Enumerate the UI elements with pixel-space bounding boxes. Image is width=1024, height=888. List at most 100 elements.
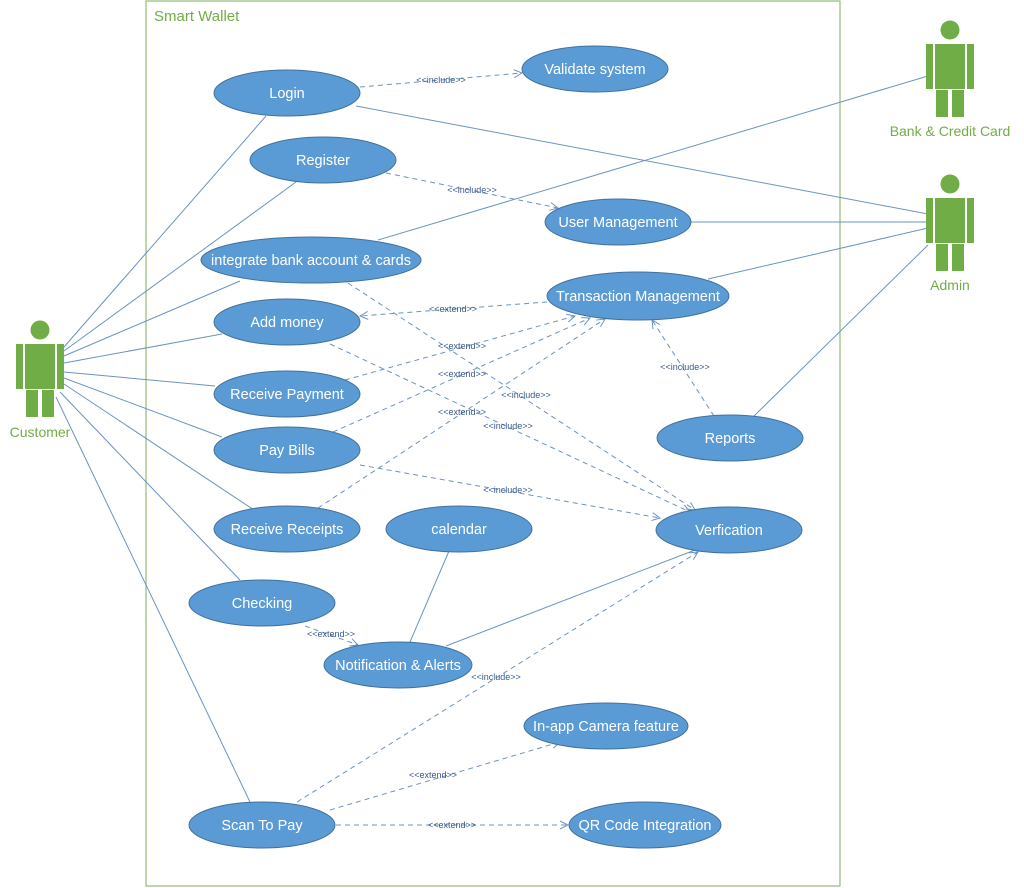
dependency-labels: <<include>> <<include>> <<extend>> <<extend… [307,75,710,830]
association-admin-reports [753,244,929,417]
use-case-reports: Reports [656,414,804,462]
use-case-label: User Management [558,215,677,231]
use-case-ellipse [656,414,804,462]
dependency-receipts-transmgmt [317,319,605,509]
use-case-label: Register [296,153,350,169]
dependency-paybills-verification [359,464,660,518]
use-case-verification: Verfication [655,506,803,554]
use-case-label: Scan To Pay [221,818,303,834]
use-case-label: In-app Camera feature [533,719,679,735]
dependency-login-validate [359,73,522,88]
association-notify-verification [445,549,696,647]
dependency-checking-notify [304,625,358,645]
actor-bank: Bank & Credit Card [890,20,1010,139]
dependency-receivepay-transmgmt [344,316,575,381]
connections [55,73,929,825]
use-case-label: Receive Payment [230,387,344,403]
dependency-label: <<extend>> [438,369,486,379]
association-customer-paybills [63,377,223,438]
dependency-label: <<extend>> [438,407,486,417]
use-case-notify: Notification & Alerts [323,641,473,689]
actor-admin: Admin [926,174,974,293]
actor-icon [926,174,974,271]
use-case-register: Register [249,136,397,184]
association-admin-login [355,105,929,215]
use-case-label: Checking [232,596,292,612]
dependency-label: <<extend>> [438,341,486,351]
association-bank-integrate [377,75,929,241]
use-case-receivepay: Receive Payment [213,370,361,418]
actor-label: Customer [10,424,71,440]
use-case-scanpay: Scan To Pay [188,801,336,849]
use-case-ellipse [568,801,722,849]
use-case-ellipse [249,136,397,184]
use-case-integrate: integrate bank account & cards [200,236,422,284]
use-case-qrcode: QR Code Integration [568,801,722,849]
association-customer-receivepay [63,371,216,387]
dependency-label: <<extend>> [409,770,457,780]
use-case-ellipse [213,69,361,117]
use-case-ellipse [521,45,669,93]
use-case-login: Login [213,69,361,117]
dependency-label: <<include>> [471,672,521,682]
use-case-ellipse [546,271,730,321]
dependency-label: <<include>> [483,485,533,495]
dependency-reports-transmgmt [652,320,715,417]
association-customer-checking [59,391,241,581]
use-case-validate: Validate system [521,45,669,93]
dependency-scanpay-verification [296,552,698,803]
actor-customer: Customer [10,320,71,440]
use-case-label: Login [269,86,304,102]
system-title: Smart Wallet [154,8,240,25]
use-case-addmoney: Add money [213,298,361,346]
dependency-paybills-transmgmt [332,318,590,433]
actor-icon [16,320,64,417]
use-case-label: Reports [705,431,756,447]
dependency-label: <<include>> [483,421,533,431]
use-case-checking: Checking [188,579,336,627]
use-case-ellipse [213,370,361,418]
use-case-label: integrate bank account & cards [211,253,411,269]
dependency-register-usermgmt [385,172,558,208]
use-case-ellipse [385,505,533,553]
use-case-calendar: calendar [385,505,533,553]
use-case-paybills: Pay Bills [213,426,361,474]
association-customer-addmoney [63,333,223,364]
actor-label: Admin [930,277,970,293]
dependency-integrate-verification [347,282,695,510]
use-case-ellipse [213,426,361,474]
association-customer-scanpay [55,396,251,803]
dependency-label: <<include>> [447,185,497,195]
use-case-label: QR Code Integration [579,818,712,834]
use-case-camera: In-app Camera feature [523,702,689,750]
dependency-addmoney-verification [329,343,690,512]
use-case-label: Add money [250,315,324,331]
dependency-label: <<extend>> [428,820,476,830]
use-case-usermgmt: User Management [544,198,692,246]
use-case-ellipse [200,236,422,284]
use-case-ellipse [323,641,473,689]
association-customer-integrate [63,280,241,357]
use-case-label: Notification & Alerts [335,658,461,674]
use-case-label: Pay Bills [259,443,315,459]
use-case-transmgmt: Transaction Management [546,271,730,321]
system-boundary [145,0,841,887]
association-customer-receipts [63,383,255,511]
dependency-label: <<include>> [660,362,710,372]
dependency-label: <<extend>> [307,629,355,639]
dependency-label: <<extend>> [429,304,477,314]
use-case-ellipse [523,702,689,750]
use-case-receipts: Receive Receipts [213,505,361,553]
use-case-ellipse [188,801,336,849]
dependency-label: <<include>> [416,75,466,85]
use-case-label: Validate system [544,62,645,78]
use-case-ellipse [655,506,803,554]
association-customer-login [63,115,267,348]
association-customer-register [63,181,297,352]
association-calendar-notify [409,550,450,643]
use-case-label: Transaction Management [556,289,720,305]
use-case-ellipse [213,505,361,553]
use-case-label: calendar [431,522,487,538]
